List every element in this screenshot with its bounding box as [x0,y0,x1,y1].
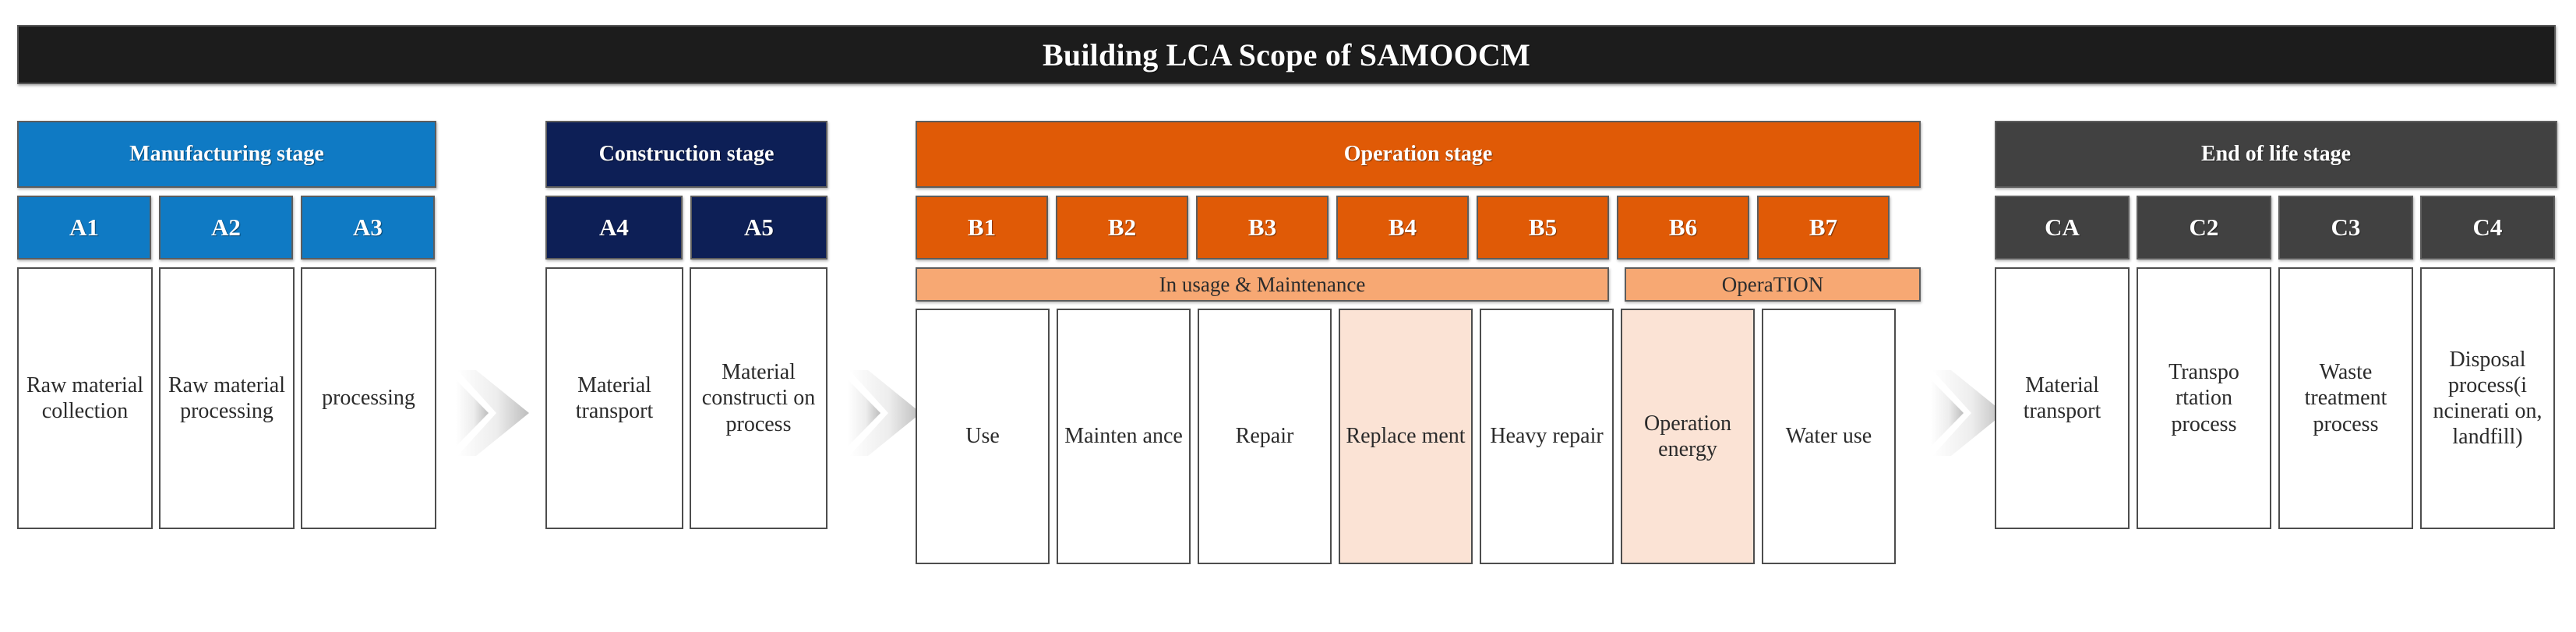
desc-cell-repair: Repair [1198,309,1332,564]
band-operation: OperaTION [1625,267,1921,302]
stage-header-operation: Operation stage [916,121,1921,188]
code-cell-a2[interactable]: A2 [159,196,293,260]
code-cell-b1[interactable]: B1 [916,196,1048,260]
stage-end-of-life: End of life stage CA C2 C3 C4 Material t… [1995,121,2557,529]
desc-row-manufacturing: Raw material collection Raw material pro… [17,267,436,529]
code-cell-c2[interactable]: C2 [2137,196,2271,260]
desc-cell-operation-energy: Operation energy [1621,309,1755,564]
page-title: Building LCA Scope of SAMOOCM [1043,37,1530,72]
desc-row-operation: Use Mainten ance Repair Replace ment Hea… [916,309,1921,564]
stage-header-manufacturing: Manufacturing stage [17,121,436,188]
desc-cell-use: Use [916,309,1050,564]
desc-cell-replacement: Replace ment [1339,309,1473,564]
double-chevron-right-icon [1931,370,2004,456]
code-cell-b2[interactable]: B2 [1056,196,1188,260]
desc-cell-material-transport: Material transport [545,267,683,529]
code-cell-a4[interactable]: A4 [545,196,683,260]
desc-row-end-of-life: Material transport Transpo rtation proce… [1995,267,2557,529]
desc-cell-raw-material-collection: Raw material collection [17,267,153,529]
code-cell-c3[interactable]: C3 [2278,196,2413,260]
desc-cell-processing: processing [301,267,436,529]
stage-construction: Construction stage A4 A5 Material transp… [545,121,827,529]
double-chevron-right-icon [848,370,921,456]
page-title-bar: Building LCA Scope of SAMOOCM [17,25,2556,84]
desc-cell-waste-treatment-process: Waste treatment process [2278,267,2413,529]
code-row-end-of-life: CA C2 C3 C4 [1995,196,2557,260]
double-chevron-right-icon [456,370,529,456]
stage-header-end-of-life: End of life stage [1995,121,2557,188]
arrow-manufacturing-to-construction [456,362,531,464]
band-row-operation: In usage & Maintenance OperaTION [916,267,1921,302]
desc-cell-raw-material-processing: Raw material processing [159,267,295,529]
code-cell-b5[interactable]: B5 [1477,196,1609,260]
code-cell-b6[interactable]: B6 [1617,196,1749,260]
code-cell-a5[interactable]: A5 [690,196,827,260]
desc-row-construction: Material transport Material constructi o… [545,267,827,529]
code-cell-b7[interactable]: B7 [1757,196,1890,260]
code-cell-a3[interactable]: A3 [301,196,435,260]
code-row-operation: B1 B2 B3 B4 B5 B6 B7 [916,196,1921,260]
desc-cell-eol-material-transport: Material transport [1995,267,2130,529]
band-in-usage-and-maintenance: In usage & Maintenance [916,267,1609,302]
arrow-construction-to-operation [848,362,923,464]
desc-cell-heavy-repair: Heavy repair [1480,309,1614,564]
desc-cell-disposal-process: Disposal process(i ncinerati on, landfil… [2420,267,2555,529]
code-row-manufacturing: A1 A2 A3 [17,196,436,260]
code-cell-c4[interactable]: C4 [2420,196,2555,260]
stage-operation: Operation stage B1 B2 B3 B4 B5 B6 B7 In … [916,121,1921,564]
desc-cell-maintenance: Mainten ance [1057,309,1191,564]
arrow-operation-to-end-of-life [1931,362,2006,464]
desc-cell-water-use: Water use [1762,309,1896,564]
code-cell-a1[interactable]: A1 [17,196,151,260]
stage-header-construction: Construction stage [545,121,827,188]
code-row-construction: A4 A5 [545,196,827,260]
code-cell-ca[interactable]: CA [1995,196,2130,260]
desc-cell-material-construction-process: Material constructi on process [690,267,827,529]
code-cell-b4[interactable]: B4 [1336,196,1469,260]
stage-manufacturing: Manufacturing stage A1 A2 A3 Raw materia… [17,121,436,529]
code-cell-b3[interactable]: B3 [1196,196,1329,260]
desc-cell-transportation-process: Transpo rtation process [2137,267,2271,529]
